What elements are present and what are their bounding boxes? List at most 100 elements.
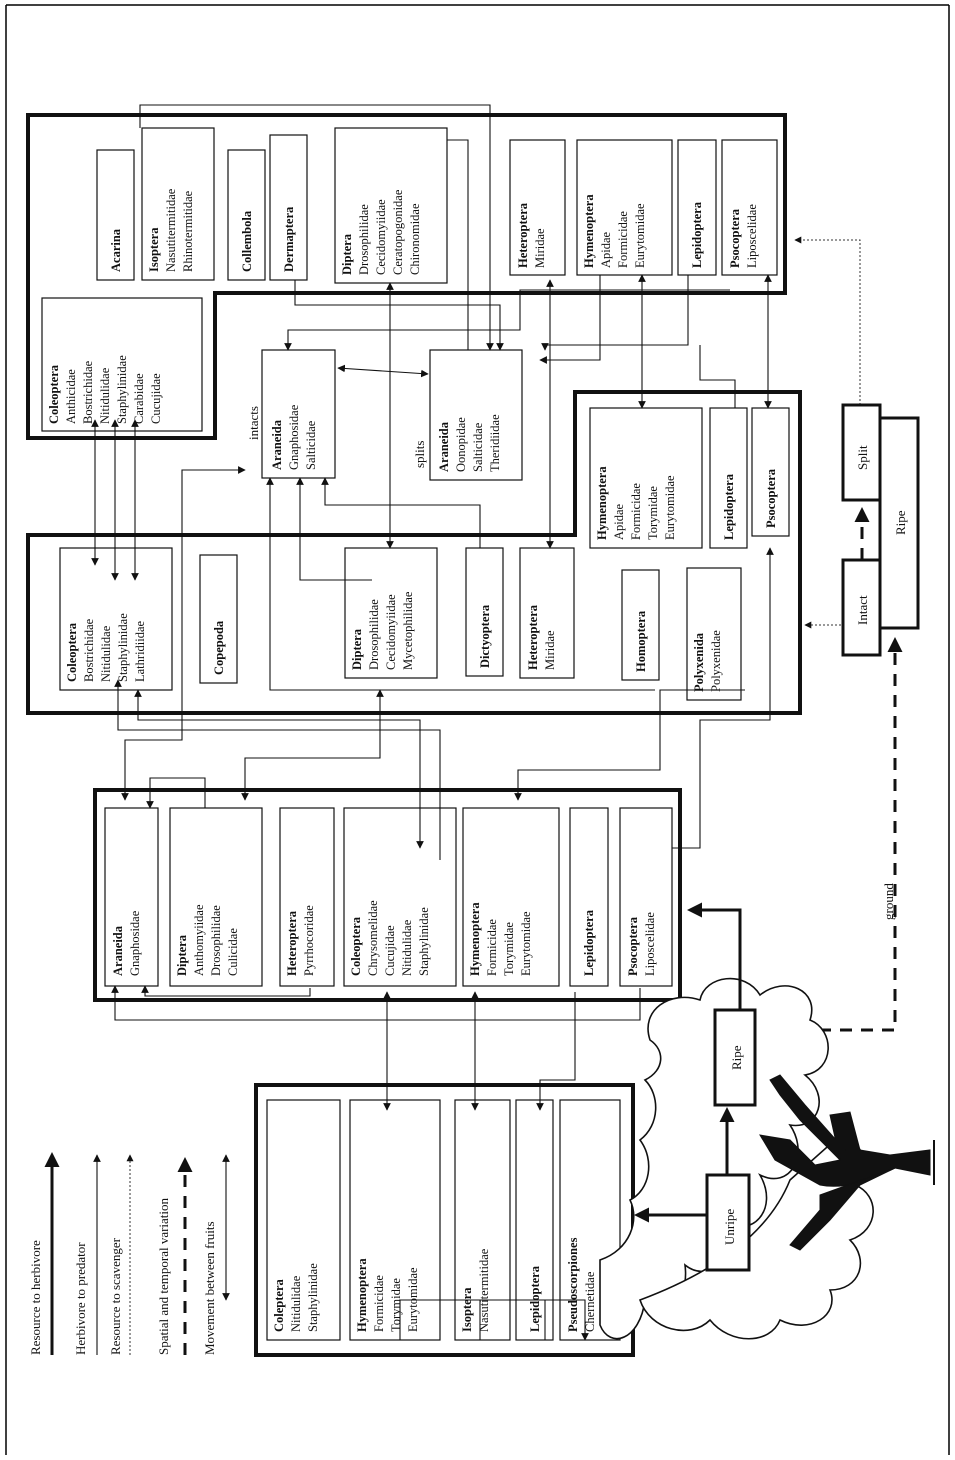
- taxon-order: Lepidoptera: [722, 473, 736, 540]
- legend-resource-to-herbivore-label: Resource to herbivore: [28, 1240, 43, 1355]
- taxon-order: Hymenoptera: [582, 194, 596, 268]
- taxon-family: Oonopidae: [454, 417, 468, 472]
- taxon-split-heteroptera: HeteropteraMiridae: [510, 140, 565, 275]
- taxon-family: Eurytomidae: [633, 203, 647, 268]
- taxon-order: Lepidoptera: [690, 201, 704, 268]
- taxon-ripe-diptera: DipteraAnthomyiidaeDrosophilidaeCulicida…: [170, 808, 262, 986]
- taxon-family: Lathridiidae: [133, 620, 147, 682]
- svg-text:Lepidoptera: Lepidoptera: [528, 1265, 542, 1332]
- svg-text:Dermaptera: Dermaptera: [282, 206, 296, 272]
- taxon-order: Coleoptera: [47, 364, 61, 424]
- taxon-family: Nitidulidae: [98, 367, 112, 424]
- taxon-order: Isoptera: [460, 1287, 474, 1332]
- legend-resource-to-herbivore: Resource to herbivore: [28, 1155, 52, 1355]
- legend-resource-to-scavenger-label: Resource to scavenger: [108, 1237, 123, 1355]
- taxon-split-collembola: Collembola: [228, 150, 265, 280]
- legend-movement-label: Movement between fruits: [202, 1221, 217, 1355]
- taxon-order: Isoptera: [147, 227, 161, 272]
- svg-text:Psocoptera: Psocoptera: [764, 468, 778, 528]
- taxon-family: Salticidae: [471, 422, 485, 472]
- taxon-family: Nitidulidae: [289, 1275, 303, 1332]
- taxon-family: Liposcelidae: [745, 204, 759, 268]
- taxon-order: Copepoda: [212, 620, 226, 675]
- taxon-order: Polyxenida: [692, 632, 706, 692]
- taxon-order: Hymenoptera: [595, 466, 609, 540]
- svg-text:Lepidoptera: Lepidoptera: [690, 201, 704, 268]
- taxon-family: Theridiidae: [488, 414, 502, 472]
- splits-label: splits: [412, 441, 427, 468]
- legend-movement-between-fruits: Movement between fruits: [202, 1155, 226, 1355]
- ripe-ground-fruit-label: Ripe: [893, 510, 908, 535]
- taxon-family: Chrysomelidae: [366, 900, 380, 976]
- taxon-family: Gnaphosidae: [287, 404, 301, 470]
- taxon-intact-psocoptera: Psocoptera: [752, 408, 789, 536]
- taxon-order: Lepidoptera: [528, 1265, 542, 1332]
- taxon-family: Nitidulidae: [99, 625, 113, 682]
- taxon-family: Eurytomidae: [663, 475, 677, 540]
- intacts-label: intacts: [246, 406, 261, 440]
- taxon-order: Dermaptera: [282, 206, 296, 272]
- taxon-order: Araneida: [437, 421, 451, 472]
- legend-spatial-temporal: Spatial and temporal variation: [156, 1160, 185, 1355]
- taxon-ripe-lepidoptera: Lepidoptera: [570, 808, 608, 986]
- taxon-order: Psocoptera: [764, 468, 778, 528]
- taxon-order: Psocoptera: [626, 916, 640, 976]
- taxon-family: Cecidomyiidae: [374, 199, 388, 275]
- taxon-family: Staphylinidae: [116, 613, 130, 682]
- taxon-family: Staphylinidae: [115, 355, 129, 424]
- taxon-family: Liposcelidae: [643, 912, 657, 976]
- taxon-intact-homoptera: Homoptera: [622, 570, 659, 680]
- taxon-ripe-heteroptera: HeteropteraPyrrhocoridae: [280, 808, 334, 986]
- legend-spatial-temporal-label: Spatial and temporal variation: [156, 1197, 171, 1355]
- taxon-split-lepidoptera: Lepidoptera: [678, 140, 716, 275]
- svg-text:Lepidoptera: Lepidoptera: [722, 473, 736, 540]
- taxon-family: Staphylinidae: [417, 907, 431, 976]
- taxon-order: Heteroptera: [516, 202, 530, 268]
- taxon-family: Drosophilidae: [357, 204, 371, 275]
- unripe-fruit-label: Unripe: [722, 1209, 737, 1245]
- taxon-family: Carabidae: [132, 373, 146, 424]
- taxon-order: Lepidoptera: [582, 909, 596, 976]
- taxon-split-acarina: Acarina: [97, 150, 134, 280]
- taxon-family: Torymidae: [389, 1278, 403, 1332]
- taxon-split-diptera: DipteraDrosophilidaeCecidomyiidaeCeratop…: [335, 128, 447, 283]
- tree-illustration: [600, 979, 934, 1339]
- taxon-order: Diptera: [340, 233, 354, 275]
- taxon-family: Polyxenidae: [709, 630, 723, 692]
- taxon-family: Eurytomidae: [519, 911, 533, 976]
- taxon-family: Nasutitermitidae: [477, 1248, 491, 1332]
- taxon-family: Miridae: [543, 630, 557, 670]
- taxon-order: Homoptera: [634, 610, 648, 672]
- taxon-split-psocoptera: PsocopteraLiposcelidae: [722, 140, 777, 275]
- taxon-family: Nasutitermitidae: [164, 188, 178, 272]
- legend: Resource to herbivore Herbivore to preda…: [28, 1155, 226, 1355]
- taxon-family: Culicidae: [226, 928, 240, 976]
- legend-resource-to-scavenger: Resource to scavenger: [108, 1155, 130, 1355]
- taxon-order: Diptera: [350, 628, 364, 670]
- taxon-family: Mycetophilidae: [401, 591, 415, 670]
- taxon-family: Gnaphosidae: [128, 910, 142, 976]
- ground-label: ground: [881, 883, 896, 920]
- taxon-unripe-hymenoptera: HymenopteraFormicidaeTorymidaeEurytomida…: [350, 1100, 440, 1340]
- taxon-family: Salticidae: [304, 420, 318, 470]
- taxon-family: Torymidae: [502, 922, 516, 976]
- taxon-family: Torymidae: [646, 486, 660, 540]
- taxon-intact-dictyoptera: Dictyoptera: [466, 548, 503, 676]
- taxon-family: Cucujidae: [383, 925, 397, 976]
- taxon-order: Dictyoptera: [478, 604, 492, 668]
- taxon-order: Collembola: [240, 210, 254, 272]
- taxon-family: Rhinotermitidae: [181, 190, 195, 272]
- taxon-family: Cucujidae: [149, 373, 163, 424]
- taxon-family: Cecidomyiidae: [384, 594, 398, 670]
